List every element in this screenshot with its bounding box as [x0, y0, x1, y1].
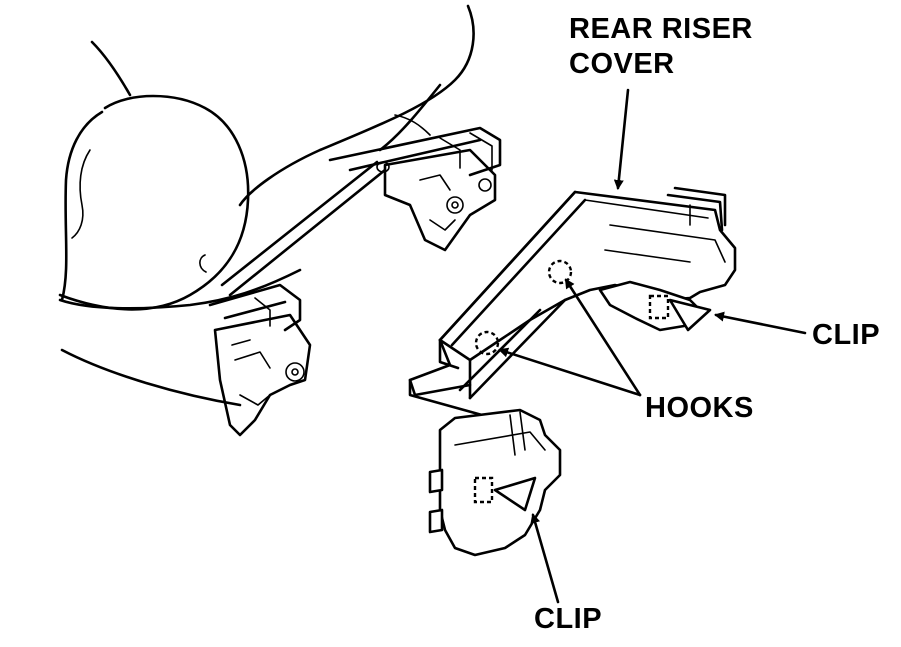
clip-bottom-triangle-icon — [493, 476, 537, 512]
seat-assembly — [58, 4, 502, 437]
clip-right-triangle-icon — [668, 298, 712, 332]
hook-upper-icon — [547, 259, 573, 285]
rear-riser-cover-arrow — [613, 88, 630, 190]
rear-riser-cover — [408, 186, 737, 557]
clip-right-icon — [648, 294, 670, 320]
clip-bottom-arrow — [530, 513, 560, 604]
hooks-label: HOOKS — [645, 392, 754, 424]
rear-riser-cover-label-line2: COVER — [569, 48, 675, 80]
clip-bottom-icon — [473, 476, 494, 504]
hook-lower-icon — [474, 330, 500, 356]
callout-arrows — [498, 88, 807, 604]
hooks-arrow-upper — [564, 278, 642, 397]
clip-right-arrow — [714, 311, 807, 335]
clip-right-label: CLIP — [812, 319, 881, 351]
rear-riser-cover-label-line1: REAR RISER — [569, 13, 753, 45]
clip-bottom-label: CLIP — [534, 603, 603, 635]
hooks-arrow-lower — [498, 347, 642, 397]
